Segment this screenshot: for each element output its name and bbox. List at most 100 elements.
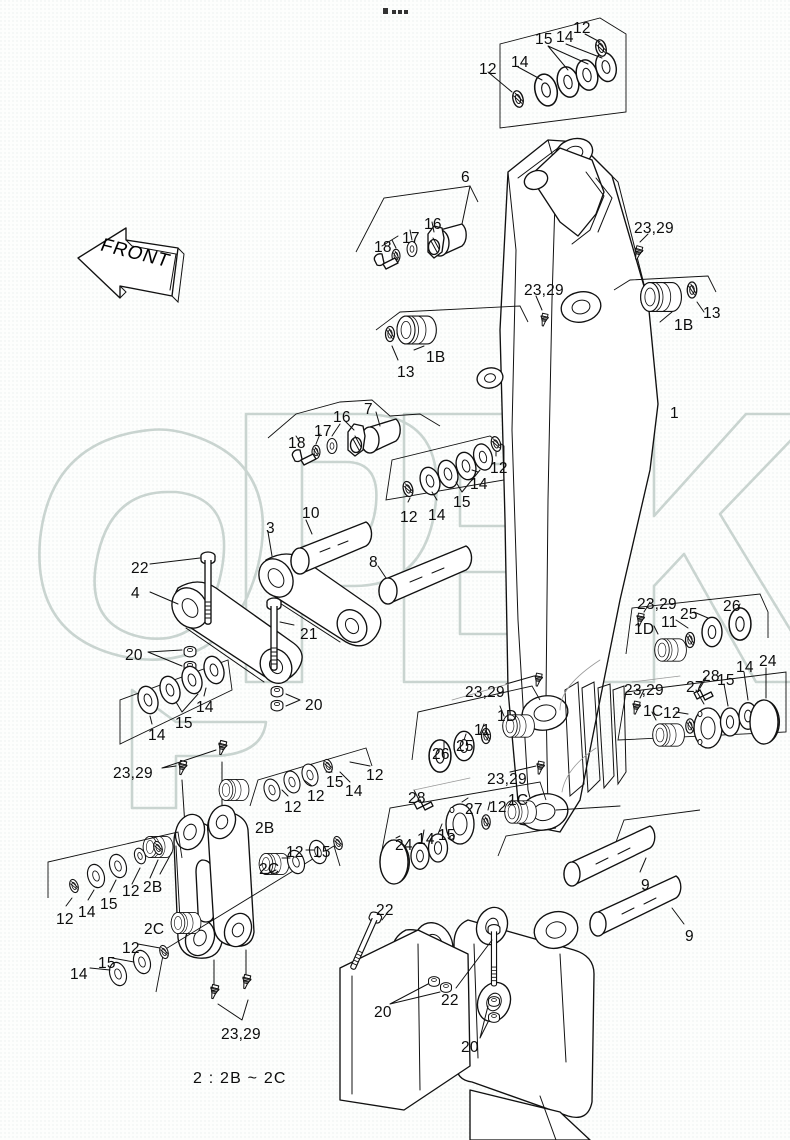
callout-15: 15 — [313, 844, 331, 861]
callout-27: 27 — [686, 679, 704, 696]
callout-22: 22 — [376, 902, 394, 919]
callout-12: 12 — [479, 61, 497, 78]
washer-stack-2b-left — [47, 831, 183, 907]
nut-20c — [270, 685, 284, 698]
callout-26: 26 — [432, 746, 450, 763]
greasenip-bottom-b — [239, 973, 253, 991]
callout-23-29: 23,29 — [113, 765, 153, 782]
callout-1d: 1D — [497, 708, 518, 725]
callout-23-29: 23,29 — [637, 596, 677, 613]
callout-20: 20 — [374, 1004, 392, 1021]
callout-18: 18 — [288, 435, 306, 452]
callout-14: 14 — [428, 507, 446, 524]
front-arrow-graphic — [77, 227, 185, 304]
top-artifact — [383, 8, 408, 14]
callout-23-29: 23,29 — [624, 682, 664, 699]
callout-17: 17 — [314, 423, 332, 440]
callout-23-29: 23,29 — [221, 1026, 261, 1043]
bushing-2b-a — [218, 779, 250, 801]
sheet-caption: 2 : 2B ~ 2C — [193, 1070, 287, 1087]
nut-20-bl-b — [440, 982, 452, 993]
callout-10: 10 — [302, 505, 320, 522]
callout-9: 9 — [641, 877, 650, 894]
callout-14: 14 — [736, 659, 754, 676]
greasenip-left-b — [215, 739, 229, 757]
cluster-1c-center — [379, 760, 547, 885]
callout-21: 21 — [300, 626, 318, 643]
callout-20: 20 — [305, 697, 323, 714]
greasenip-bottom-a — [207, 983, 221, 1001]
callout-14: 14 — [196, 699, 214, 716]
callout-24: 24 — [395, 837, 413, 854]
callout-14: 14 — [78, 904, 96, 921]
washer-stack-left-upper — [119, 653, 233, 745]
pin-10 — [290, 519, 373, 575]
callout-12: 12 — [663, 705, 681, 722]
callout-1b: 1B — [426, 349, 446, 366]
callout-15: 15 — [98, 955, 116, 972]
callout-12: 12 — [489, 799, 507, 816]
callout-23-29: 23,29 — [487, 771, 527, 788]
nut-20d — [270, 699, 284, 712]
nut-20-bl-a — [428, 976, 440, 987]
callout-15: 15 — [717, 672, 735, 689]
callout-12: 12 — [573, 20, 591, 37]
callout-11: 11 — [474, 722, 491, 739]
callout-2c: 2C — [259, 861, 280, 878]
callout-16: 16 — [424, 216, 442, 233]
callout-12: 12 — [366, 767, 384, 784]
callout-14: 14 — [511, 54, 529, 71]
callout-15: 15 — [535, 31, 553, 48]
callout-1d: 1D — [634, 621, 655, 638]
cluster-1d-right — [625, 593, 769, 662]
callout-13: 13 — [397, 364, 415, 381]
bucket-linkage — [339, 906, 595, 1140]
callout-12: 12 — [284, 799, 302, 816]
pin-9-lower — [589, 875, 685, 937]
callout-15: 15 — [326, 774, 344, 791]
callout-12: 12 — [307, 788, 325, 805]
callout-14: 14 — [556, 29, 574, 46]
callout-25: 25 — [680, 606, 698, 623]
callout-20: 20 — [125, 647, 143, 664]
callout-14: 14 — [148, 727, 166, 744]
callout-26: 26 — [723, 598, 741, 615]
callout-25: 25 — [456, 738, 474, 755]
callout-14: 14 — [345, 783, 363, 800]
callout-22: 22 — [131, 560, 149, 577]
callout-3: 3 — [266, 520, 275, 537]
pin6-assembly — [355, 185, 479, 270]
pin-9-upper — [563, 825, 656, 887]
pin7-assembly — [267, 399, 441, 466]
callout-11: 11 — [661, 614, 678, 631]
bushing-1b-right — [613, 233, 717, 323]
callout-20: 20 — [461, 1039, 479, 1056]
callout-12: 12 — [122, 883, 140, 900]
boom-body — [476, 137, 659, 833]
callout-4: 4 — [131, 585, 140, 602]
callout-28: 28 — [408, 790, 426, 807]
callout-14: 14 — [470, 476, 488, 493]
washer-stack-top — [487, 17, 627, 129]
callout-12: 12 — [400, 509, 418, 526]
callout-22: 22 — [441, 992, 459, 1009]
washer-stack-2b-top — [249, 747, 373, 807]
link-3 — [258, 531, 382, 647]
washer-stack-2c — [89, 834, 345, 993]
callout-8: 8 — [369, 554, 378, 571]
callout-16: 16 — [333, 409, 351, 426]
nut-20-br-a — [488, 996, 500, 1007]
callout-27: 27 — [465, 801, 483, 818]
callout-23-29: 23,29 — [465, 684, 505, 701]
callout-2b: 2B — [143, 879, 163, 896]
callout-15: 15 — [438, 827, 456, 844]
cluster-1d-center — [411, 672, 544, 773]
callout-6: 6 — [461, 169, 470, 186]
callout-1c: 1C — [508, 792, 529, 809]
callout-15: 15 — [175, 715, 193, 732]
callout-14: 14 — [70, 966, 88, 983]
washer-stack-middle — [385, 434, 505, 503]
nut-20-br-b — [488, 1012, 500, 1023]
